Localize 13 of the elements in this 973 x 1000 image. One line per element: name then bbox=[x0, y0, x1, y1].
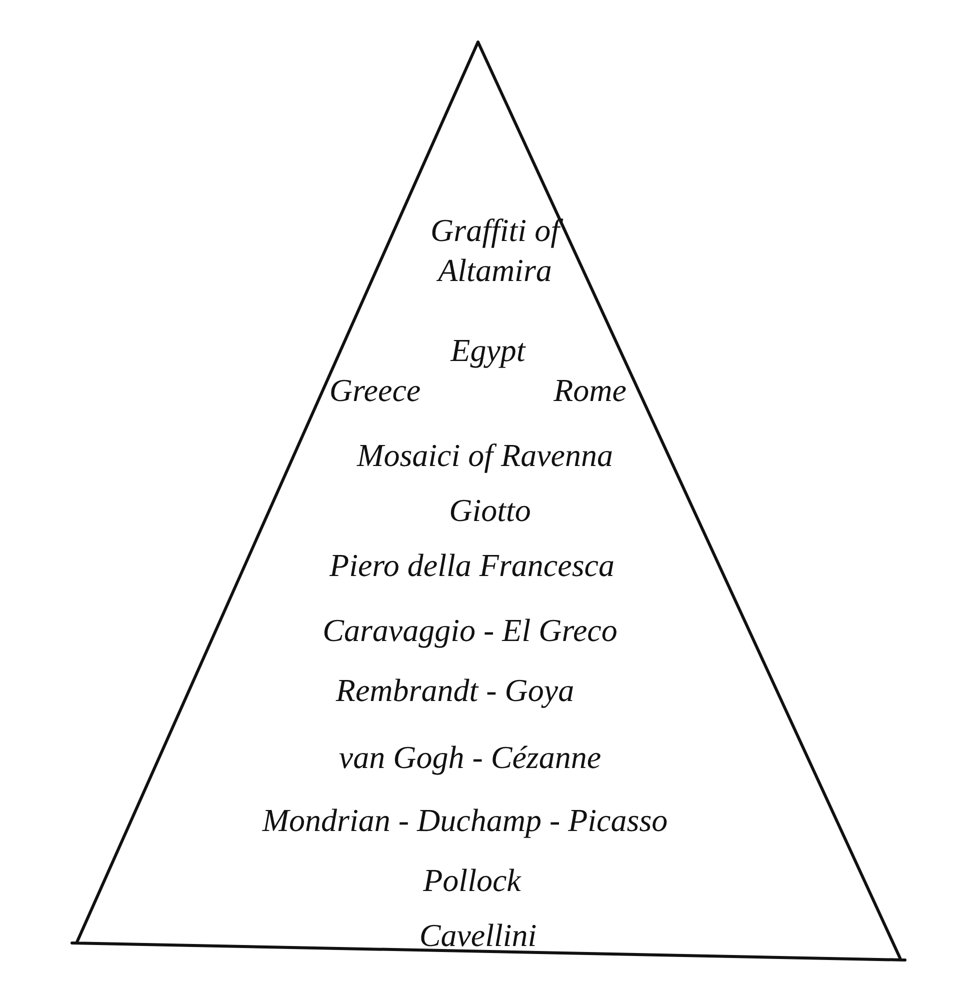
art-history-label: Cavellini bbox=[419, 916, 537, 955]
art-history-label: Rembrandt - Goya bbox=[336, 671, 574, 710]
art-history-label: Egypt bbox=[450, 331, 526, 370]
art-history-label: Caravaggio - El Greco bbox=[322, 611, 618, 650]
art-history-label: Pollock bbox=[423, 861, 521, 900]
art-history-label: van Gogh - Cézanne bbox=[338, 738, 602, 777]
art-history-label: Mosaici of Ravenna bbox=[357, 436, 613, 475]
art-history-label: Rome bbox=[554, 371, 626, 410]
art-history-label: Mondrian - Duchamp - Picasso bbox=[262, 801, 668, 840]
art-history-label: Graffiti of Altamira bbox=[420, 210, 570, 290]
art-history-label: Piero della Francesca bbox=[330, 546, 614, 585]
art-history-label: Greece bbox=[329, 371, 421, 410]
art-history-label: Giotto bbox=[449, 491, 531, 530]
